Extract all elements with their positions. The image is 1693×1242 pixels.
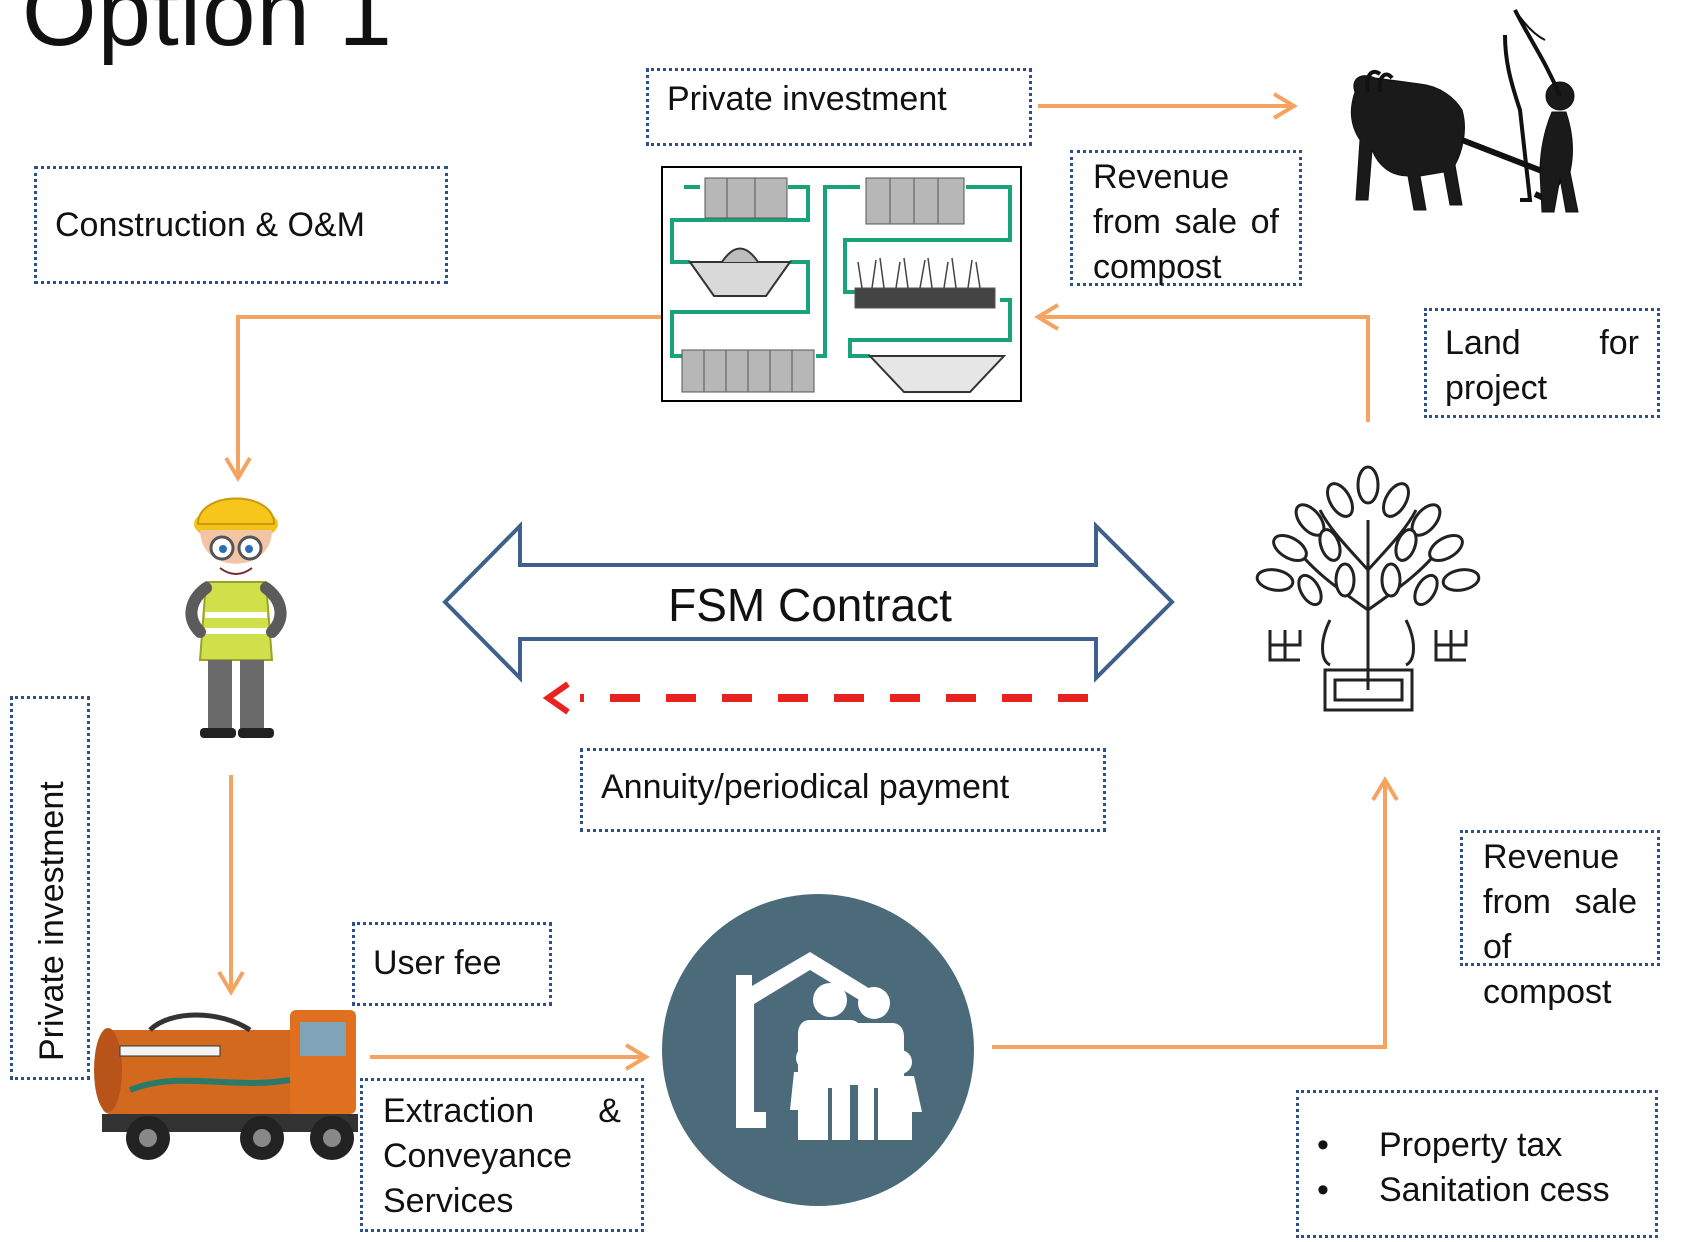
- flow-arrows: [217, 92, 1399, 1071]
- private-investment-side-label: Private investment: [10, 696, 90, 1080]
- construction-om-label: Construction & O&M: [34, 166, 448, 284]
- farmer-plough-icon: [1350, 9, 1579, 213]
- revenue-compost-top-label: Revenue from sale of compost: [1070, 150, 1302, 286]
- construction-om-text: Construction & O&M: [55, 206, 365, 244]
- bihar-government-emblem-icon: [1255, 465, 1481, 712]
- tax-item-property: Property tax: [1309, 1123, 1645, 1168]
- treatment-plant-illustration: [661, 166, 1022, 402]
- extraction-services-text: Extraction & Conveyance Services: [383, 1092, 621, 1220]
- cesspool-truck-icon: [94, 1010, 358, 1160]
- private-investment-top-label: Private investment: [646, 68, 1032, 146]
- annuity-payment-label: Annuity/periodical payment: [580, 748, 1106, 832]
- payment-arrow: [542, 681, 1088, 715]
- private-investment-side-text: Private investment: [33, 781, 71, 1061]
- revenue-compost-top-text: Revenue from sale of compost: [1093, 158, 1279, 286]
- fsm-contract-label: FSM Contract: [668, 579, 952, 631]
- revenue-compost-bottom-label: Revenue from sale of compost: [1460, 830, 1660, 1011]
- fsm-contract-arrow: [442, 521, 1175, 683]
- tax-items-label: Property tax Sanitation cess: [1296, 1090, 1658, 1238]
- land-for-project-text: Land for project: [1445, 324, 1639, 407]
- page-title: Option 1: [22, 0, 393, 66]
- extraction-services-label: Extraction & Conveyance Services: [360, 1078, 644, 1232]
- arrow-plant-to-worker: [236, 315, 662, 475]
- user-fee-label: User fee: [352, 922, 552, 1006]
- household-family-icon: [662, 894, 974, 1206]
- tax-item-sanitation: Sanitation cess: [1309, 1168, 1645, 1213]
- annuity-payment-text: Annuity/periodical payment: [601, 768, 1010, 806]
- arrow-emblem-to-plant: [1042, 315, 1370, 422]
- private-investment-top-text: Private investment: [667, 80, 947, 118]
- land-for-project-label: Land for project: [1424, 308, 1660, 418]
- arrow-household-to-emblem: [992, 783, 1387, 1049]
- revenue-compost-bottom-text: Revenue from sale of compost: [1483, 838, 1637, 1011]
- tax-items-list: Property tax Sanitation cess: [1309, 1123, 1645, 1213]
- construction-worker-icon: [185, 497, 287, 738]
- user-fee-text: User fee: [373, 944, 502, 982]
